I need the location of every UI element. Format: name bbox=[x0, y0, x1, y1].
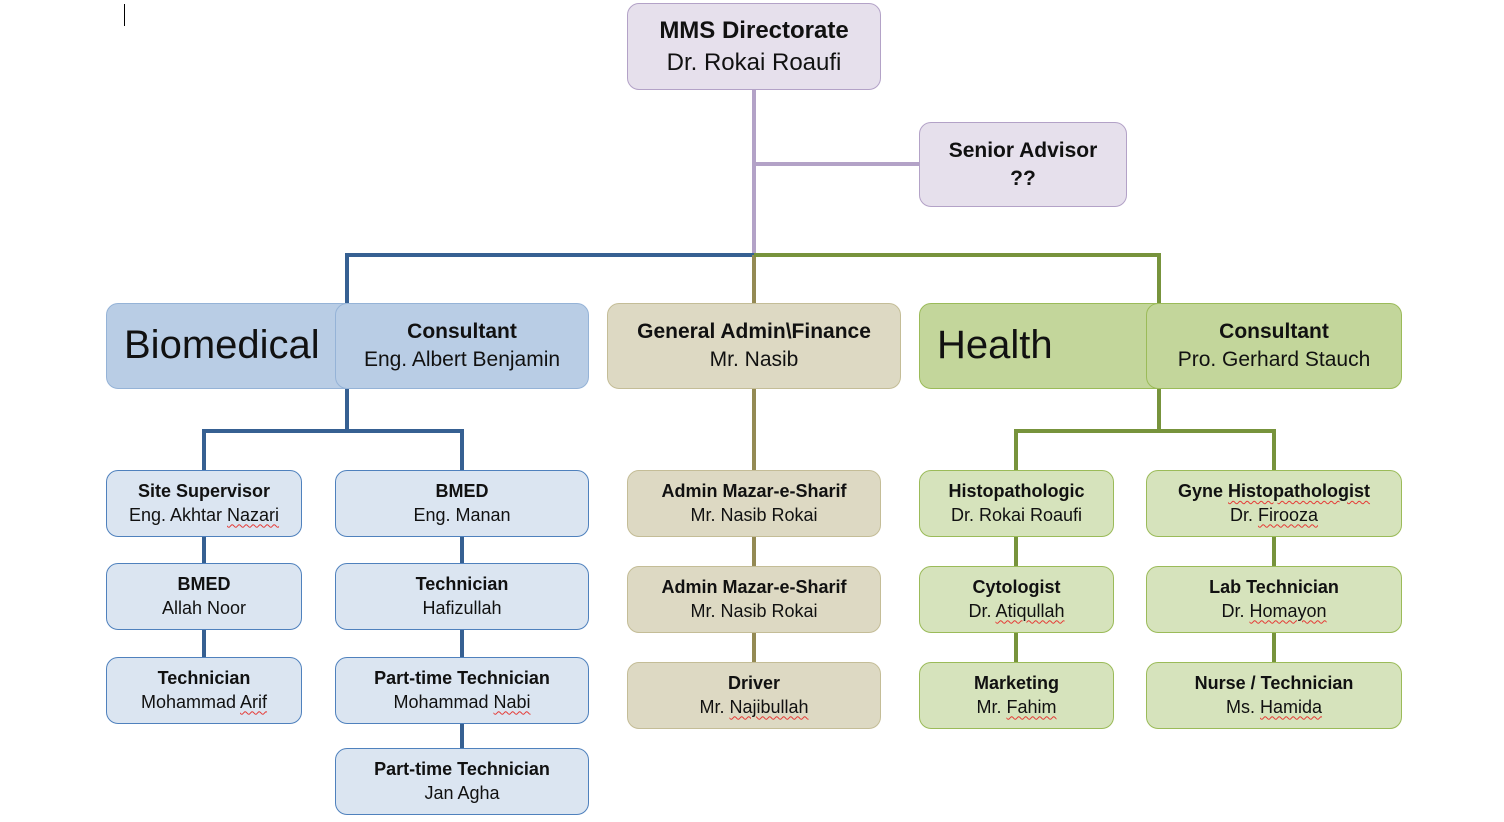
node-title: Site Supervisor bbox=[137, 480, 271, 501]
node-title: BMED bbox=[177, 573, 231, 594]
node-name: Mohammad Nabi bbox=[393, 691, 530, 715]
biomedical-split-line bbox=[202, 429, 464, 470]
node-title: Consultant bbox=[1219, 320, 1329, 344]
node-title: Part-time Technician bbox=[374, 758, 550, 779]
part-time-technician-jan-agha-box: Part-time Technician Jan Agha bbox=[335, 748, 589, 815]
node-name: Pro. Gerhard Stauch bbox=[1177, 348, 1371, 371]
node-title: Marketing bbox=[973, 672, 1060, 693]
node-name: Dr. Rokai Roaufi bbox=[666, 48, 842, 76]
name-part: Mohammad bbox=[140, 691, 241, 712]
marketing-box: Marketing Mr. Fahim bbox=[919, 662, 1114, 729]
title-part: Gyne bbox=[1177, 480, 1229, 501]
text-cursor bbox=[124, 4, 125, 26]
node-title: Technician bbox=[157, 667, 251, 688]
node-title: Gyne Histopathologist bbox=[1178, 480, 1370, 504]
node-title: MMS Directorate bbox=[659, 16, 849, 44]
part-time-technician-mohammad-nabi-box: Part-time Technician Mohammad Nabi bbox=[335, 657, 589, 724]
health-split-line bbox=[1014, 429, 1276, 470]
name-part: Mohammad bbox=[393, 691, 494, 712]
biomedical-label: Biomedical bbox=[124, 323, 320, 367]
name-part: Firooza bbox=[1257, 504, 1319, 525]
bmed-eng-manan-box: BMED Eng. Manan bbox=[335, 470, 589, 537]
name-part: Ms. bbox=[1225, 696, 1260, 717]
node-title: Technician bbox=[415, 573, 509, 594]
biomedical-branch-line bbox=[345, 253, 754, 303]
node-name: Dr. Firooza bbox=[1230, 504, 1318, 528]
node-title: Cytologist bbox=[972, 576, 1061, 597]
node-title: Part-time Technician bbox=[374, 667, 550, 688]
node-title: Senior Advisor bbox=[948, 138, 1098, 162]
mms-directorate-box: MMS Directorate Dr. Rokai Roaufi bbox=[627, 3, 881, 90]
lab-technician-box: Lab Technician Dr. Homayon bbox=[1146, 566, 1402, 633]
node-name: Hafizullah bbox=[422, 597, 502, 618]
nurse-technician-box: Nurse / Technician Ms. Hamida bbox=[1146, 662, 1402, 729]
node-name: Mr. Nasib Rokai bbox=[690, 600, 818, 621]
driver-box: Driver Mr. Najibullah bbox=[627, 662, 881, 729]
name-part: Nabi bbox=[493, 691, 531, 712]
senior-advisor-box: Senior Advisor ?? bbox=[919, 122, 1127, 207]
node-name: Mr. Nasib bbox=[709, 348, 799, 371]
health-label: Health bbox=[937, 323, 1053, 367]
node-name: Allah Noor bbox=[161, 597, 247, 618]
node-title: Lab Technician bbox=[1209, 576, 1339, 597]
title-part: Histopathologist bbox=[1228, 480, 1371, 501]
node-name: Eng. Akhtar Nazari bbox=[129, 504, 279, 528]
name-part: Mr. bbox=[699, 696, 730, 717]
name-part: Mr. bbox=[976, 696, 1007, 717]
node-name: ?? bbox=[1010, 166, 1036, 190]
admin-mazar-e-sharif-box-1: Admin Mazar-e-Sharif Mr. Nasib Rokai bbox=[627, 470, 881, 537]
node-name: Mohammad Arif bbox=[141, 691, 267, 715]
general-admin-finance-box: General Admin\Finance Mr. Nasib bbox=[607, 303, 901, 389]
node-name: Jan Agha bbox=[424, 782, 500, 803]
name-part: Dr. bbox=[968, 600, 996, 621]
node-title: Histopathologic bbox=[948, 480, 1085, 501]
site-supervisor-box: Site Supervisor Eng. Akhtar Nazari bbox=[106, 470, 302, 537]
name-part: Najibullah bbox=[729, 696, 809, 717]
node-name: Dr. Rokai Roaufi bbox=[950, 504, 1083, 525]
node-title: General Admin\Finance bbox=[637, 320, 871, 344]
health-consultant-box: Consultant Pro. Gerhard Stauch bbox=[1146, 303, 1402, 389]
node-name: Mr. Najibullah bbox=[699, 696, 808, 720]
histopathologic-box: Histopathologic Dr. Rokai Roaufi bbox=[919, 470, 1114, 537]
node-name: Eng. Manan bbox=[413, 504, 511, 525]
name-part: Hamida bbox=[1259, 696, 1323, 717]
technician-mohammad-arif-box: Technician Mohammad Arif bbox=[106, 657, 302, 724]
admin-mazar-e-sharif-box-2: Admin Mazar-e-Sharif Mr. Nasib Rokai bbox=[627, 566, 881, 633]
name-part: Eng. Akhtar bbox=[128, 504, 228, 525]
node-name: Dr. Homayon bbox=[1221, 600, 1326, 624]
node-title: BMED bbox=[435, 480, 489, 501]
node-title: Nurse / Technician bbox=[1194, 672, 1354, 693]
node-title: Admin Mazar-e-Sharif bbox=[661, 480, 847, 501]
cytologist-box: Cytologist Dr. Atiqullah bbox=[919, 566, 1114, 633]
name-part: Homayon bbox=[1249, 600, 1327, 621]
node-name: Ms. Hamida bbox=[1226, 696, 1322, 720]
gyne-histopathologist-box: Gyne Histopathologist Dr. Firooza bbox=[1146, 470, 1402, 537]
name-part: Atiqullah bbox=[995, 600, 1065, 621]
name-part: Dr. bbox=[1221, 600, 1250, 621]
name-part: Dr. bbox=[1229, 504, 1258, 525]
name-part: Nazari bbox=[227, 504, 280, 525]
technician-hafizullah-box: Technician Hafizullah bbox=[335, 563, 589, 630]
health-branch-line bbox=[754, 253, 1161, 303]
name-part: Arif bbox=[240, 691, 268, 712]
node-name: Dr. Atiqullah bbox=[968, 600, 1064, 624]
node-name: Mr. Nasib Rokai bbox=[690, 504, 818, 525]
biomedical-consultant-box: Consultant Eng. Albert Benjamin bbox=[335, 303, 589, 389]
node-title: Admin Mazar-e-Sharif bbox=[661, 576, 847, 597]
node-name: Eng. Albert Benjamin bbox=[363, 348, 561, 371]
name-part: Fahim bbox=[1006, 696, 1057, 717]
node-title: Driver bbox=[727, 672, 781, 693]
bmed-allah-noor-box: BMED Allah Noor bbox=[106, 563, 302, 630]
node-name: Mr. Fahim bbox=[976, 696, 1056, 720]
node-title: Consultant bbox=[407, 320, 517, 344]
